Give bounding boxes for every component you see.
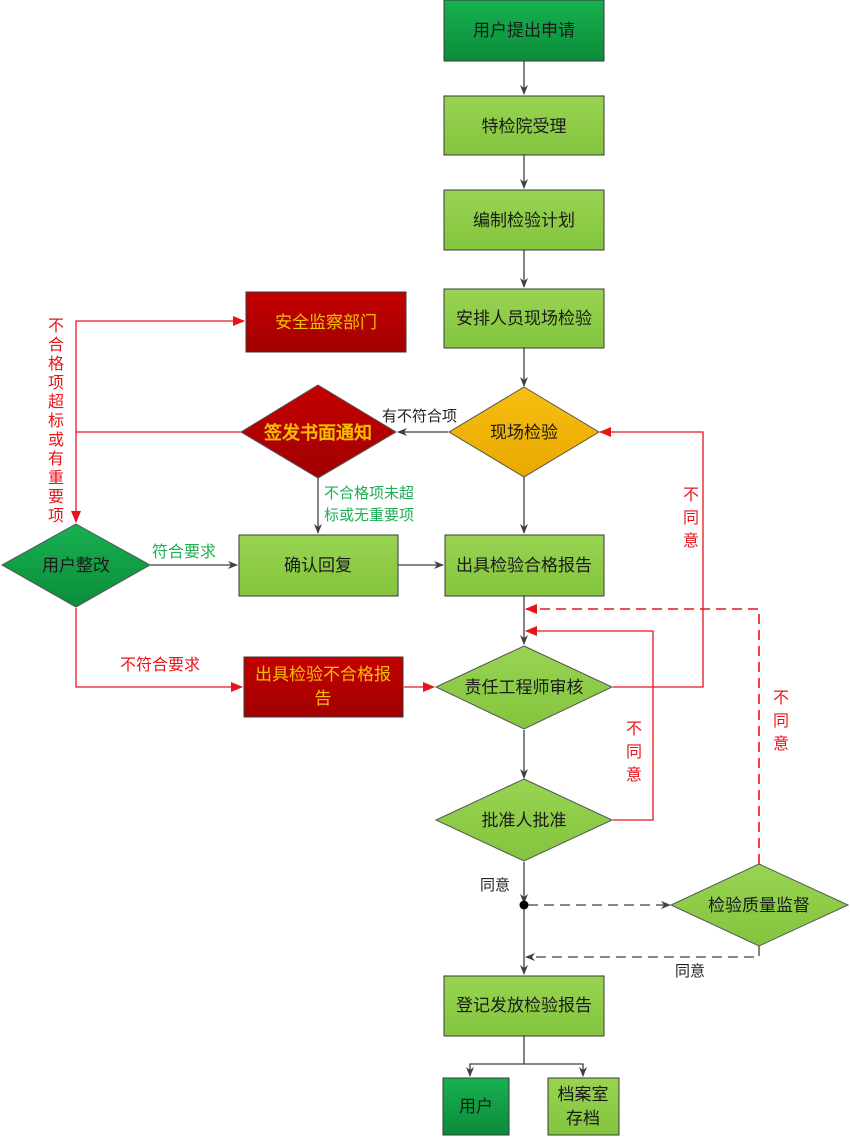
label-agree-quality: 同意 — [675, 962, 705, 980]
edge-register-user — [466, 1036, 525, 1077]
node-quality-label: 检验质量监督 — [708, 896, 810, 916]
label-major-char: 格 — [48, 354, 64, 373]
node-register[interactable]: 登记发放检验报告 — [443, 975, 605, 1037]
label-major-char: 不 — [48, 316, 64, 335]
label-major-char: 项 — [48, 506, 64, 525]
node-pass-report[interactable]: 出具检验合格报告 — [444, 534, 605, 597]
label-agree-approver: 同意 — [480, 876, 510, 894]
label-major-char: 标 — [48, 411, 64, 430]
node-rectify[interactable]: 用户整改 — [0, 523, 152, 608]
label-minor-2: 标或无重要项 — [324, 506, 414, 524]
label-disagree-char: 同 — [773, 711, 789, 730]
label-major-char: 超 — [48, 392, 64, 411]
node-user[interactable]: 用户 — [442, 1077, 510, 1136]
node-apply-label: 用户提出申请 — [473, 21, 575, 41]
junction-dot — [519, 900, 529, 910]
node-onsite-label: 现场检验 — [490, 423, 558, 443]
node-confirm-label: 确认回复 — [284, 556, 352, 576]
node-safety[interactable]: 安全监察部门 — [245, 291, 407, 353]
node-arrange-label: 安排人员现场检验 — [456, 309, 592, 329]
edge-rectify-failreport — [75, 608, 243, 692]
edge-major-safety — [75, 316, 245, 432]
node-archive[interactable]: 档案室 存档 — [547, 1077, 620, 1136]
label-major-char: 或 — [48, 430, 64, 449]
label-disagree-approver: 不同意 — [626, 719, 642, 784]
node-plan-label: 编制检验计划 — [473, 211, 575, 231]
label-disagree-char: 意 — [773, 734, 789, 753]
label-disagree-char: 不 — [773, 688, 789, 707]
label-major-char: 重 — [48, 468, 64, 487]
label-major-char: 项 — [48, 373, 64, 392]
node-fail-report-label-2: 告 — [315, 689, 332, 709]
edge-quality-agree — [525, 946, 760, 961]
node-arrange[interactable]: 安排人员现场检验 — [443, 288, 605, 349]
label-disagree-char: 不 — [626, 719, 642, 738]
node-approver-label: 批准人批准 — [482, 811, 567, 831]
label-disagree-char: 同 — [626, 742, 642, 761]
node-approver[interactable]: 批准人批准 — [434, 778, 614, 862]
label-major-char: 要 — [48, 487, 64, 506]
node-onsite[interactable]: 现场检验 — [448, 386, 600, 478]
node-accept-label: 特检院受理 — [482, 117, 567, 137]
node-user-label: 用户 — [459, 1097, 493, 1117]
label-disagree-quality: 不同意 — [773, 688, 789, 753]
label-minor-1: 不合格项未超 — [324, 484, 414, 502]
edge-engineer-disagree — [599, 427, 704, 688]
node-engineer[interactable]: 责任工程师审核 — [434, 645, 614, 730]
node-fail-report[interactable]: 出具检验不合格报 告 — [243, 656, 404, 718]
node-fail-report-label-1: 出具检验不合格报 — [255, 665, 391, 685]
node-archive-label-2: 存档 — [566, 1109, 600, 1129]
edges — [71, 61, 760, 1077]
label-major-char: 合 — [48, 335, 64, 354]
node-engineer-label: 责任工程师审核 — [465, 678, 584, 698]
node-accept[interactable]: 特检院受理 — [443, 95, 605, 156]
node-quality[interactable]: 检验质量监督 — [669, 863, 850, 947]
node-safety-label: 安全监察部门 — [275, 313, 377, 333]
label-not-meets: 不符合要求 — [120, 655, 200, 674]
node-plan[interactable]: 编制检验计划 — [443, 189, 605, 251]
node-notice[interactable]: 签发书面通知 — [240, 384, 397, 479]
node-confirm[interactable]: 确认回复 — [238, 534, 399, 597]
edge-register-archive — [524, 1063, 587, 1077]
node-apply[interactable]: 用户提出申请 — [443, 0, 605, 62]
label-disagree-char: 同 — [683, 508, 699, 527]
label-major-char: 有 — [48, 449, 64, 468]
label-disagree-char: 意 — [683, 531, 699, 550]
edge-quality-disagree — [525, 604, 760, 864]
node-register-label: 登记发放检验报告 — [456, 996, 592, 1016]
node-rectify-label: 用户整改 — [42, 556, 110, 576]
node-archive-label-1: 档案室 — [558, 1085, 609, 1105]
label-disagree-char: 不 — [683, 485, 699, 504]
label-nonconform: 有不符合项 — [382, 407, 457, 425]
node-notice-label: 签发书面通知 — [263, 422, 372, 444]
node-pass-report-label: 出具检验合格报告 — [456, 556, 592, 576]
label-disagree-char: 意 — [626, 765, 642, 784]
label-disagree-engineer: 不同意 — [683, 485, 699, 550]
label-meets: 符合要求 — [152, 542, 216, 561]
edge-approver-disagree — [525, 626, 654, 821]
